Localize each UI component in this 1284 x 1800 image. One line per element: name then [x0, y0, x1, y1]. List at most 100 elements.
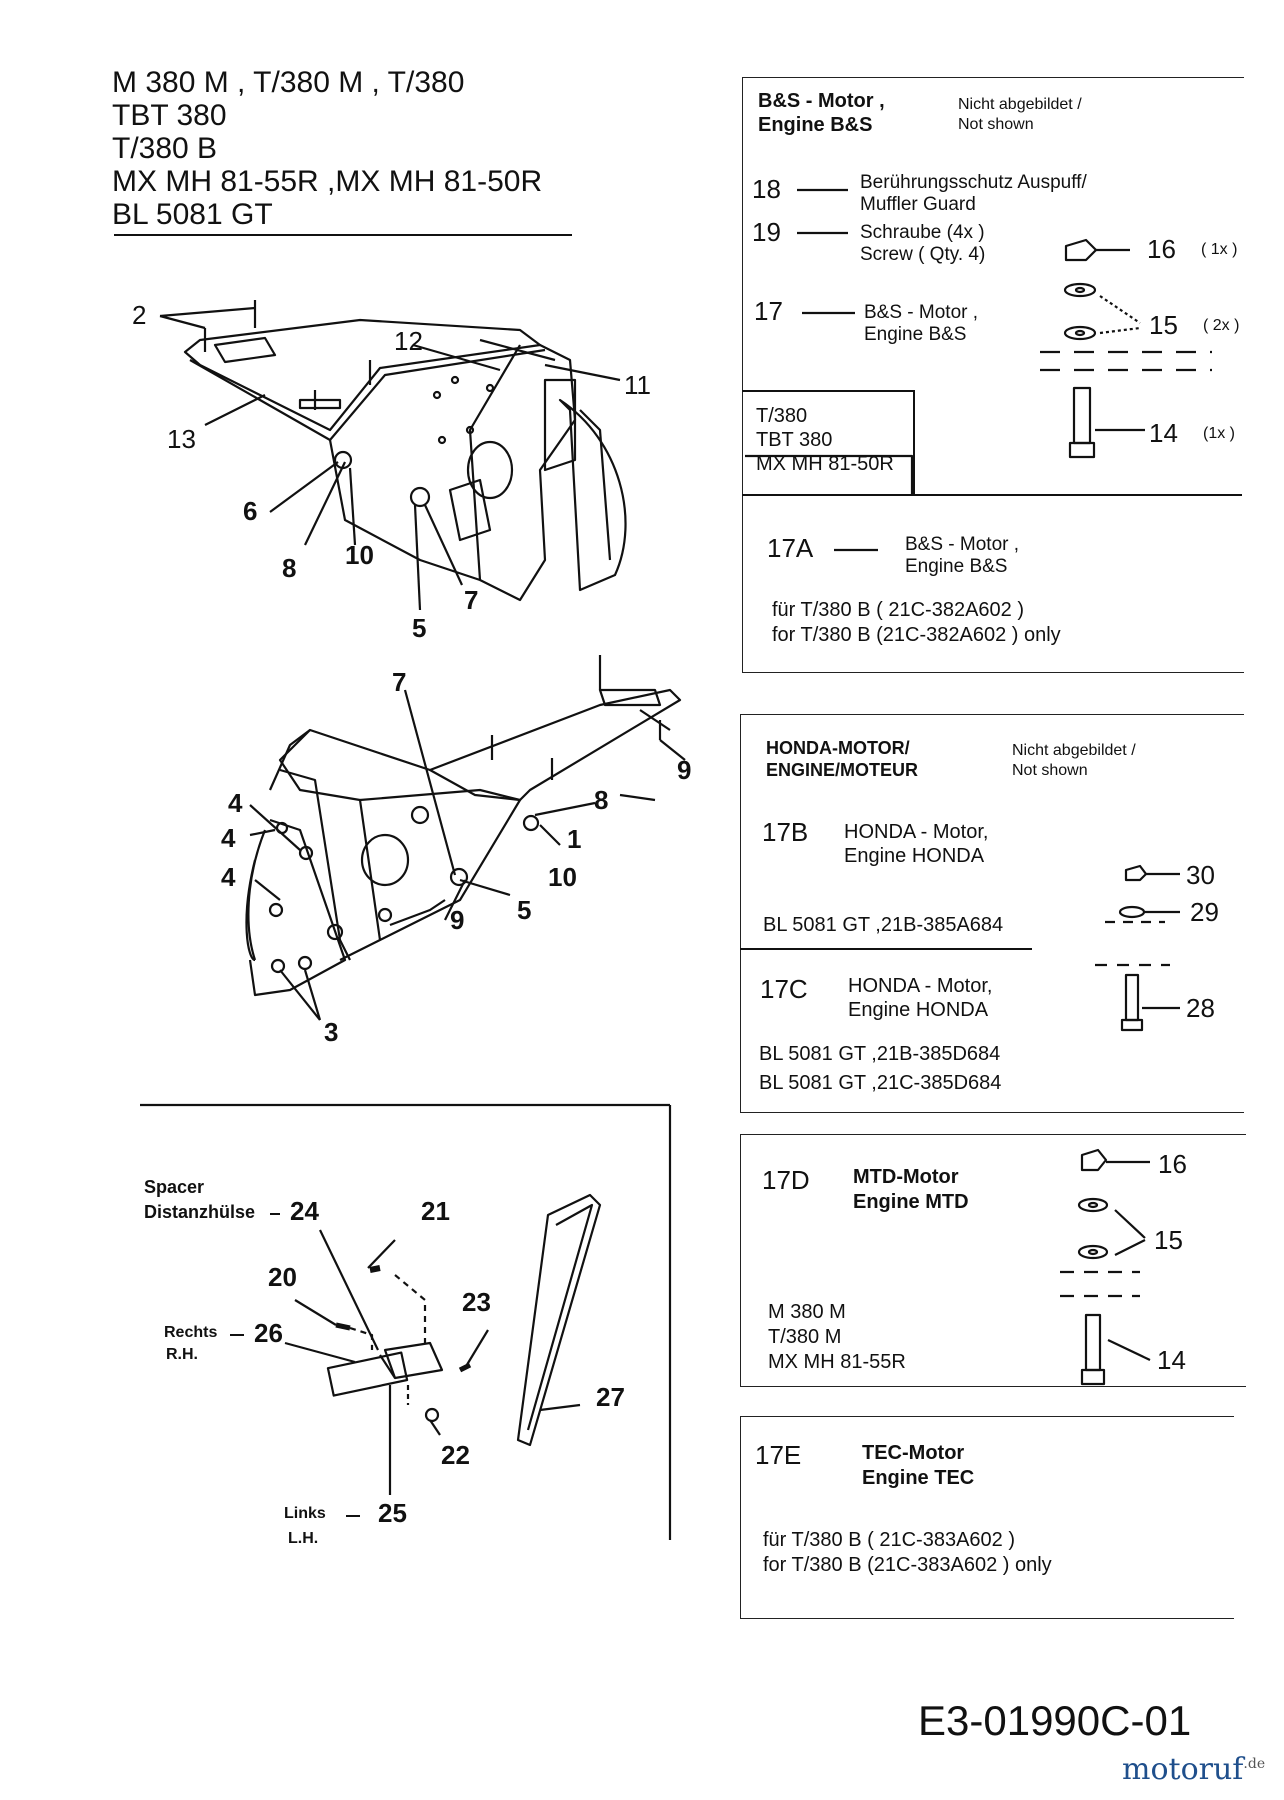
- motoruf-logo[interactable]: motoruf.de: [1122, 1752, 1265, 1787]
- callout-10: 10: [548, 862, 577, 892]
- part-17b: 17B: [762, 817, 809, 847]
- part-16-qty: ( 1x ): [1201, 241, 1238, 258]
- part-17c: 17C: [760, 974, 808, 1004]
- bs-model-3: MX MH 81-50R: [756, 453, 894, 475]
- box-divider: [742, 390, 914, 392]
- callout-25: 25: [378, 1498, 407, 1528]
- callout-8: 8: [594, 785, 609, 815]
- model-line: MX MH 81-55R ,MX MH 81-50R: [112, 165, 543, 198]
- top-frame-drawing: [159, 300, 627, 611]
- part-19: 19: [752, 217, 781, 247]
- model-list: M 380 M , T/380 M , T/380 TBT 380 T/380 …: [112, 66, 542, 231]
- model-line: BL 5081 GT: [112, 198, 273, 231]
- callout-4: 4: [221, 862, 236, 892]
- bs-model-1: T/380: [756, 405, 808, 427]
- lh-label: L.H.: [288, 1530, 319, 1547]
- honda-engine-box: [740, 714, 1244, 1113]
- honda-title-1: HONDA-MOTOR/: [766, 738, 910, 758]
- part-18-desc-de: Berührungsschutz Auspuff/: [860, 172, 1087, 193]
- part-17c-desc-en: Engine HONDA: [848, 999, 989, 1021]
- callout-2: 2: [132, 300, 147, 330]
- callout-1: 1: [567, 824, 582, 854]
- distanzhuelse-label: Distanzhülse: [144, 1202, 256, 1222]
- part-17c-desc-de: HONDA - Motor,: [848, 975, 993, 997]
- honda-note-1: Nicht abgebildet /: [1012, 742, 1136, 759]
- callout-20: 20: [268, 1262, 297, 1292]
- bs-engine-box: [742, 77, 1244, 673]
- part-19-desc-en: Screw ( Qty. 4): [860, 244, 986, 265]
- callout-12: 12: [394, 326, 423, 356]
- callout-8: 8: [282, 553, 297, 583]
- part-17c-model-2: BL 5081 GT ,21C-385D684: [759, 1072, 1002, 1094]
- bs-note-2: Not shown: [958, 116, 1034, 133]
- part-29: 29: [1190, 897, 1219, 927]
- part-18-desc-en: Muffler Guard: [860, 194, 976, 215]
- honda-note-2: Not shown: [1012, 762, 1088, 779]
- dash: [230, 1334, 244, 1336]
- mtd-model-2: T/380 M: [768, 1326, 842, 1348]
- rh-label: R.H.: [166, 1346, 198, 1363]
- callout-3: 3: [324, 1017, 339, 1047]
- part-17-desc-en: Engine B&S: [864, 324, 967, 345]
- part-17a-desc-de: B&S - Motor ,: [905, 534, 1020, 555]
- hardware-drawing: [1040, 238, 1212, 1386]
- honda-title-2: ENGINE/MOTEUR: [766, 760, 919, 780]
- part-17a-fit-de: für T/380 B ( 21C-382A602 ): [772, 599, 1024, 621]
- part-17e-fit-en: for T/380 B (21C-383A602 ) only: [763, 1554, 1052, 1576]
- bs-title-1: B&S - Motor ,: [758, 90, 885, 112]
- bs-title-2: Engine B&S: [758, 114, 873, 136]
- callout-26: 26: [254, 1318, 283, 1348]
- callout-4: 4: [221, 823, 236, 853]
- callout-13: 13: [167, 424, 196, 454]
- part-16: 16: [1158, 1149, 1187, 1179]
- bs-note-1: Nicht abgebildet /: [958, 96, 1082, 113]
- part-17c-model-1: BL 5081 GT ,21B-385D684: [759, 1043, 1001, 1065]
- tec-title-1: TEC-Motor: [862, 1442, 965, 1464]
- part-17a-fit-en: for T/380 B (21C-382A602 ) only: [772, 624, 1061, 646]
- part-14: 14: [1157, 1345, 1186, 1375]
- part-28: 28: [1186, 993, 1215, 1023]
- logo-text: motoruf: [1122, 1752, 1244, 1787]
- box-divider: [740, 948, 1032, 950]
- callout-9: 9: [677, 755, 692, 785]
- part-14-qty: (1x ): [1203, 425, 1235, 442]
- part-19-desc-de: Schraube (4x ): [860, 222, 985, 243]
- part-17: 17: [754, 296, 783, 326]
- logo-tld: .de: [1243, 1756, 1266, 1772]
- rechts-label: Rechts: [164, 1324, 218, 1341]
- part-17b-desc-de: HONDA - Motor,: [844, 821, 989, 843]
- part-30: 30: [1186, 860, 1215, 890]
- model-line: M 380 M , T/380 M , T/380: [112, 66, 465, 99]
- part-17e-fit-de: für T/380 B ( 21C-383A602 ): [763, 1529, 1015, 1551]
- dash: [346, 1515, 360, 1517]
- callout-22: 22: [441, 1440, 470, 1470]
- callout-24: 24: [290, 1196, 319, 1226]
- bottom-parts-drawing: [140, 1103, 672, 1540]
- callout-7: 7: [392, 667, 407, 697]
- callout-21: 21: [421, 1196, 450, 1226]
- part-17d: 17D: [762, 1165, 810, 1195]
- part-18: 18: [752, 174, 781, 204]
- part-15: 15: [1154, 1225, 1183, 1255]
- part-17a-desc-en: Engine B&S: [905, 556, 1008, 577]
- leader-lines: [745, 188, 914, 552]
- mtd-engine-box: [740, 1134, 1246, 1387]
- part-17a: 17A: [767, 533, 814, 563]
- bs-model-2: TBT 380: [756, 429, 833, 451]
- part-17b-model: BL 5081 GT ,21B-385A684: [763, 914, 1004, 936]
- callout-6: 6: [243, 496, 258, 526]
- part-16: 16: [1147, 234, 1176, 264]
- callout-9: 9: [450, 905, 465, 935]
- callout-10: 10: [345, 540, 374, 570]
- box-divider: [742, 494, 1242, 496]
- mtd-model-3: MX MH 81-55R: [768, 1351, 906, 1373]
- part-14: 14: [1149, 418, 1178, 448]
- model-line: T/380 B: [112, 132, 218, 165]
- part-17-desc-de: B&S - Motor ,: [864, 302, 979, 323]
- dash: [270, 1213, 280, 1215]
- header-rule: [114, 234, 572, 236]
- part-17b-desc-en: Engine HONDA: [844, 845, 985, 867]
- callout-23: 23: [462, 1287, 491, 1317]
- callout-27: 27: [596, 1382, 625, 1412]
